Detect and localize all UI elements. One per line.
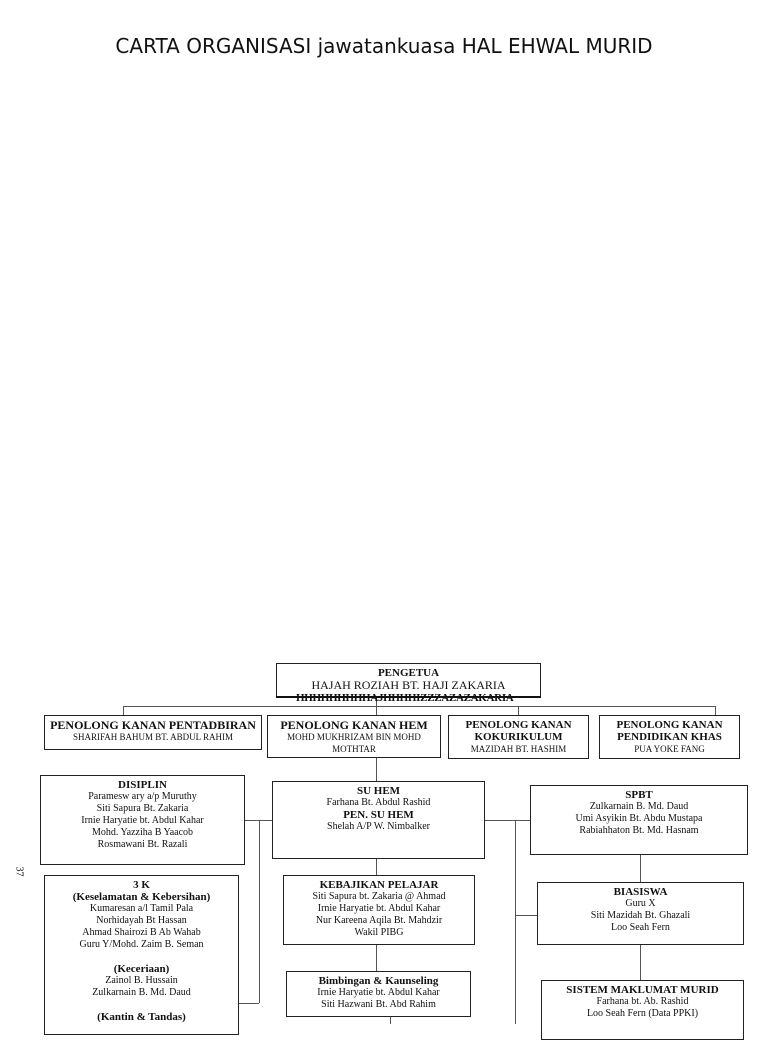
page-title: CARTA ORGANISASI jawatankuasa HAL EHWAL …: [115, 34, 653, 58]
role: PENOLONG KANAN HEM: [280, 718, 428, 732]
title: 3 K: [133, 879, 150, 891]
connector: [376, 697, 377, 715]
title: SPBT: [625, 789, 653, 801]
role: PENOLONG KANAN PENDIDIKAN KHAS: [616, 719, 723, 743]
sistem-maklumat-murid-box: SISTEM MAKLUMAT MURID Farhana bt. Ab. Ra…: [541, 980, 744, 1040]
member: Guru Y/Mohd. Zaim B. Seman: [79, 939, 204, 950]
connector: [239, 1003, 259, 1004]
member: Norhidayah Bt Hassan: [96, 915, 187, 926]
member: Wakil PIBG: [354, 927, 404, 938]
member: Siti Sapura Bt. Zakaria: [96, 803, 189, 814]
name: HAJAH ROZIAH BT. HAJI ZAKARIA: [311, 678, 506, 692]
member: Guru X: [625, 898, 656, 909]
page-number: 37: [13, 866, 25, 877]
member: Rosmawani Bt. Razali: [97, 839, 188, 850]
title: KEBAJIKAN PELAJAR: [319, 879, 439, 891]
connector: [515, 915, 537, 916]
member: Zainol B. Hussain: [105, 975, 178, 986]
member: Umi Asyikin Bt. Abdu Mustapa: [575, 813, 703, 824]
member: Irnie Haryatie bt. Abdul Kahar: [317, 987, 440, 998]
subtitle: (Keceriaan): [113, 963, 170, 975]
title: Bimbingan & Kaunseling: [318, 975, 439, 987]
member: Loo Seah Fern: [611, 922, 670, 933]
title: SISTEM MAKLUMAT MURID: [566, 984, 719, 996]
disiplin-box: DISIPLIN Paramesw ary a/p Muruthy Siti S…: [40, 775, 245, 865]
connector: [515, 820, 516, 1024]
name: MAZIDAH BT. HASHIM: [470, 744, 567, 754]
overtyped-text: HHHHHHHHHAJHHHHIZZZAZAZAKARIA: [296, 692, 514, 704]
connector: [123, 706, 716, 707]
connector: [485, 820, 530, 821]
connector: [376, 758, 377, 781]
title: DISIPLIN: [118, 779, 167, 791]
connector: [376, 945, 377, 971]
member: Paramesw ary a/p Muruthy: [88, 791, 197, 802]
member: Loo Seah Fern (Data PPKI): [586, 1008, 699, 1019]
title: SU HEM: [356, 785, 401, 797]
connector: [123, 706, 124, 715]
member: Zulkarnain B. Md. Daud: [589, 801, 689, 812]
pengetua-box: PENGETUA HAJAH ROZIAH BT. HAJI ZAKARIA: [276, 663, 541, 698]
title: PEN. SU HEM: [343, 809, 414, 821]
member: Irnie Haryatie bt. Abdul Kahar: [317, 903, 441, 914]
member: Siti Hazwani Bt. Abd Rahim: [321, 999, 436, 1010]
name: SHARIFAH BAHUM BT. ABDUL RAHIM: [72, 732, 234, 742]
member: Ahmad Shairozi B Ab Wahab: [82, 927, 201, 938]
member: Siti Sapura bt. Zakaria @ Ahmad: [312, 891, 446, 902]
connector: [376, 859, 377, 875]
pk-kokurikulum-box: PENOLONG KANAN KOKURIKULUM MAZIDAH BT. H…: [448, 715, 589, 759]
kebajikan-box: KEBAJIKAN PELAJAR Siti Sapura bt. Zakari…: [283, 875, 475, 945]
role: PENGETUA: [377, 667, 440, 679]
connector: [518, 706, 519, 715]
connector: [390, 1017, 391, 1024]
role: PENOLONG KANAN KOKURIKULUM: [465, 719, 572, 743]
member: Nur Kareena Aqila Bt. Mahdzir: [315, 915, 443, 926]
member: Rabiahhaton Bt. Md. Hasnam: [579, 825, 699, 836]
pk-pentadbiran-box: PENOLONG KANAN PENTADBIRAN SHARIFAH BAHU…: [44, 715, 262, 750]
connector: [259, 820, 260, 1003]
connector: [715, 706, 716, 715]
member: Irnie Haryatie bt. Abdul Kahar: [81, 815, 204, 826]
subtitle: (Kantin & Tandas): [97, 1011, 186, 1023]
member: Siti Mazidah Bt. Ghazali: [590, 910, 691, 921]
name: PUA YOKE FANG: [634, 744, 705, 754]
pk-pendidikan-khas-box: PENOLONG KANAN PENDIDIKAN KHAS PUA YOKE …: [599, 715, 740, 759]
member: Zulkarnain B. Md. Daud: [92, 987, 191, 998]
subtitle: (Keselamatan & Kebersihan): [72, 891, 211, 903]
member: Kumaresan a/l Tamil Pala: [89, 903, 194, 914]
role: PENOLONG KANAN PENTADBIRAN: [50, 718, 256, 732]
connector: [640, 945, 641, 980]
member: Shelah A/P W. Nimbalker: [327, 821, 430, 832]
su-hem-box: SU HEM Farhana Bt. Abdul Rashid PEN. SU …: [272, 781, 485, 859]
pk-hem-box: PENOLONG KANAN HEM MOHD MUKHRIZAM BIN MO…: [267, 715, 441, 758]
title: BIASISWA: [613, 886, 668, 898]
name: MOHD MUKHRIZAM BIN MOHD MOTHTAR: [287, 732, 421, 754]
bimbingan-box: Bimbingan & Kaunseling Irnie Haryatie bt…: [286, 971, 471, 1017]
member: Farhana bt. Ab. Rashid: [596, 996, 689, 1007]
member: Farhana Bt. Abdul Rashid: [326, 797, 431, 808]
connector: [245, 820, 272, 821]
tiga-k-box: 3 K (Keselamatan & Kebersihan) Kumaresan…: [44, 875, 239, 1035]
biasiswa-box: BIASISWA Guru X Siti Mazidah Bt. Ghazali…: [537, 882, 744, 945]
connector: [640, 855, 641, 882]
member: Mohd. Yazziha B Yaacob: [91, 827, 194, 838]
spbt-box: SPBT Zulkarnain B. Md. Daud Umi Asyikin …: [530, 785, 748, 855]
